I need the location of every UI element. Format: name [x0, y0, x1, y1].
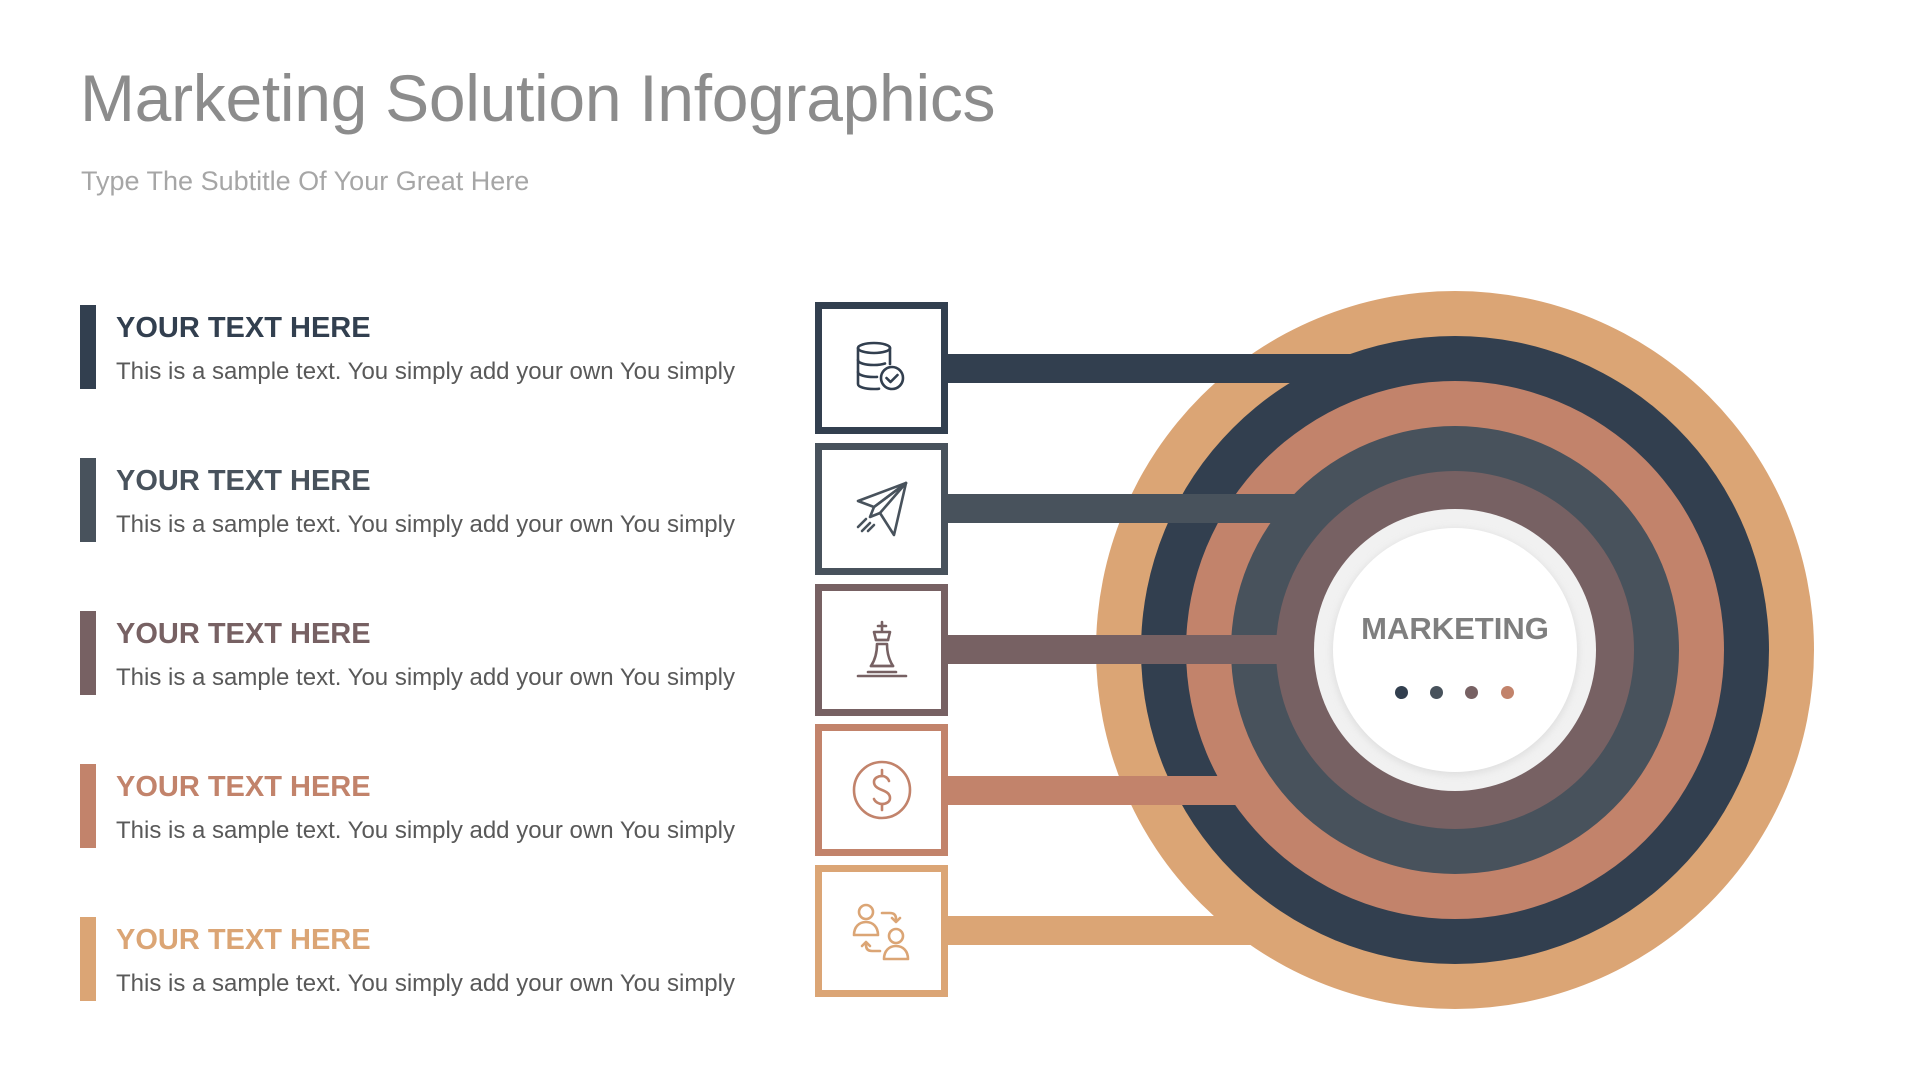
dollar-coin-icon	[852, 760, 911, 820]
item-heading: YOUR TEXT HERE	[116, 924, 371, 956]
page-subtitle: Type The Subtitle Of Your Great Here	[81, 166, 530, 196]
text-item-3: YOUR TEXT HERE This is a sample text. Yo…	[80, 611, 780, 695]
item-body: This is a sample text. You simply add yo…	[116, 511, 735, 538]
text-item-2: YOUR TEXT HERE This is a sample text. Yo…	[80, 458, 780, 542]
item-heading: YOUR TEXT HERE	[116, 618, 371, 650]
item-body: This is a sample text. You simply add yo…	[116, 970, 735, 997]
item-body: This is a sample text. You simply add yo…	[116, 664, 735, 691]
accent-bar	[80, 917, 96, 1001]
paper-plane-icon	[856, 481, 907, 537]
icon-box-2	[815, 443, 948, 575]
accent-bar	[80, 458, 96, 542]
center-circle	[1333, 528, 1577, 772]
accent-bar	[80, 764, 96, 848]
connector-bar-1	[948, 354, 1455, 383]
text-item-4: YOUR TEXT HERE This is a sample text. Yo…	[80, 764, 780, 848]
page-title: Marketing Solution Infographics	[80, 61, 996, 135]
dot-1	[1395, 686, 1408, 699]
icon-box-4	[815, 724, 948, 856]
icon-box-1	[815, 302, 948, 434]
icon-box-3	[815, 584, 948, 716]
chess-king-icon	[856, 620, 907, 678]
center-label: MARKETING	[1361, 611, 1549, 646]
text-item-5: YOUR TEXT HERE This is a sample text. Yo…	[80, 917, 780, 1001]
icon-box-5	[815, 865, 948, 997]
dot-3	[1465, 686, 1478, 699]
dot-4	[1501, 686, 1514, 699]
database-check-icon	[856, 341, 904, 391]
item-heading: YOUR TEXT HERE	[116, 312, 371, 344]
text-item-1: YOUR TEXT HERE This is a sample text. Yo…	[80, 305, 780, 389]
color-dots	[1395, 686, 1515, 700]
item-body: This is a sample text. You simply add yo…	[116, 358, 735, 385]
item-body: This is a sample text. You simply add yo…	[116, 817, 735, 844]
user-exchange-icon	[852, 903, 909, 961]
dot-2	[1430, 686, 1443, 699]
accent-bar	[80, 305, 96, 389]
item-heading: YOUR TEXT HERE	[116, 465, 371, 497]
accent-bar	[80, 611, 96, 695]
item-heading: YOUR TEXT HERE	[116, 771, 371, 803]
